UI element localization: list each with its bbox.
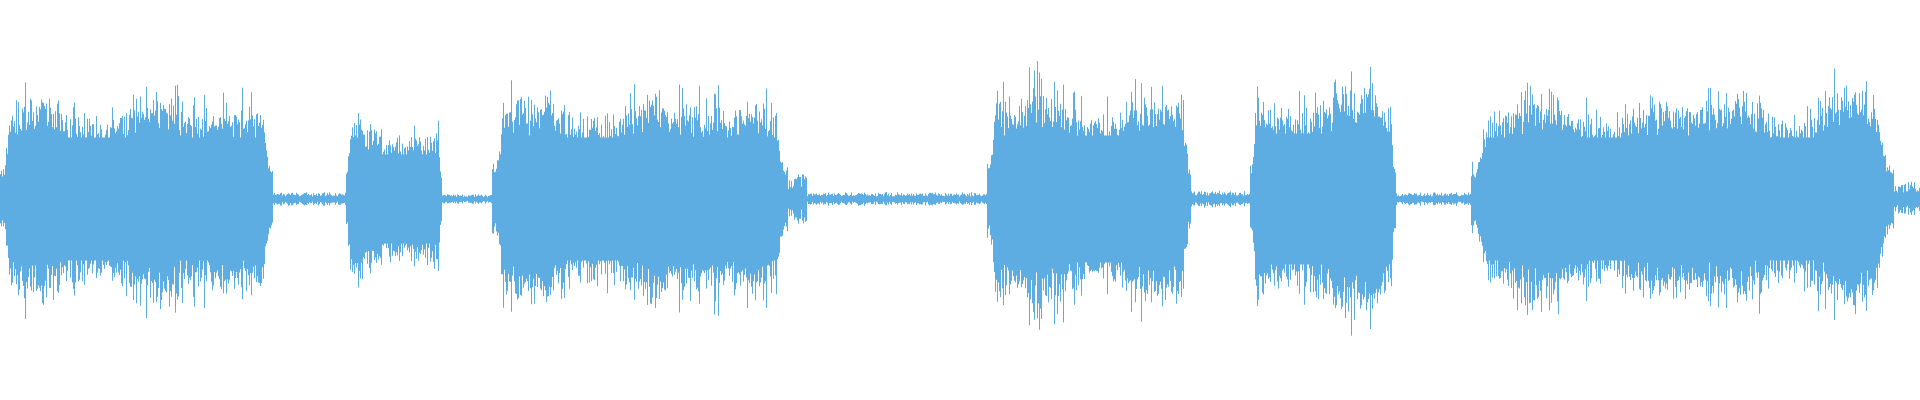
waveform-core: [0, 133, 1894, 265]
waveform-bars: [0, 61, 1920, 336]
